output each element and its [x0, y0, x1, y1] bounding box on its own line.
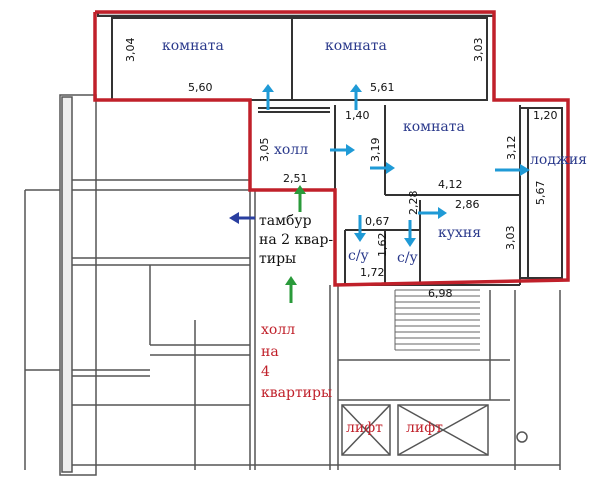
dimension-labels: 3,04 5,60 5,61 3,03 3,05 2,51 1,40 3,19 … [124, 38, 558, 301]
common-hall-label-4: квартиры [261, 385, 332, 401]
dim-kitchen-h: 3,03 [504, 226, 517, 251]
dim-loggia-w: 1,20 [533, 109, 558, 122]
room3-label: комната [403, 119, 465, 135]
arrow-up-1 [262, 84, 274, 110]
arrows-blue [262, 84, 530, 247]
arrows-green [285, 185, 306, 303]
dim-hall-h: 3,05 [258, 138, 271, 163]
dim-room2-h: 3,03 [472, 38, 485, 63]
dim-room2-w: 5,61 [370, 81, 395, 94]
common-hall-label-3: 4 [261, 364, 270, 380]
wc2-label: с/у [397, 250, 419, 266]
staircase [394, 289, 480, 351]
arrow-left-navy [229, 212, 255, 224]
lift1-label: лифт [346, 420, 383, 436]
arrow-right-hall [330, 144, 355, 156]
room-labels: комната комната комната холл лоджия тамб… [162, 38, 587, 436]
dim-room3-w: 4,12 [438, 178, 463, 191]
dim-stair-w: 6,98 [428, 287, 453, 300]
dim-room1-h: 3,04 [124, 38, 137, 63]
arrow-right-room3 [370, 162, 395, 174]
wc1-label: с/у [348, 248, 370, 264]
arrow-up-green-2 [285, 276, 297, 303]
vestibule-label-2: на 2 квар- [259, 232, 333, 248]
dim-loggia-h: 5,67 [534, 181, 547, 206]
dim-kitchen-w: 2,86 [455, 198, 480, 211]
common-hall-label-1: холл [261, 322, 295, 338]
dim-corridor-w: 1,40 [345, 109, 370, 122]
vestibule-label-3: тиры [259, 251, 296, 267]
arrow-right-kitchen [418, 207, 447, 219]
dim-wc-b: 2,28 [407, 191, 420, 216]
lift2-label: лифт [406, 420, 443, 436]
common-hall-label-2: на [261, 344, 279, 360]
arrow-right-loggia [495, 164, 530, 176]
room2-label: комната [325, 38, 387, 54]
dim-hall-area: 2,51 [283, 172, 308, 185]
arrow-down-wc1 [354, 215, 366, 242]
dim-room3-h: 3,19 [369, 138, 382, 163]
apartment-outline [93, 10, 570, 287]
room1-label: комната [162, 38, 224, 54]
arrow-down-wc2 [404, 220, 416, 247]
dim-wc-c: 1,62 [376, 233, 389, 258]
dim-room3-r: 3,12 [505, 136, 518, 161]
vestibule-label-1: тамбур [259, 213, 312, 229]
arrow-up-green-1 [294, 185, 306, 212]
arrow-up-2 [350, 84, 362, 110]
background-walls [24, 94, 561, 476]
dim-wc-d: 1,72 [360, 266, 385, 279]
dim-wc-a: 0,67 [365, 215, 390, 228]
loggia-label: лоджия [530, 152, 587, 168]
dim-room1-w: 5,60 [188, 81, 213, 94]
hall-label: холл [274, 142, 308, 158]
kitchen-label: кухня [438, 225, 481, 241]
